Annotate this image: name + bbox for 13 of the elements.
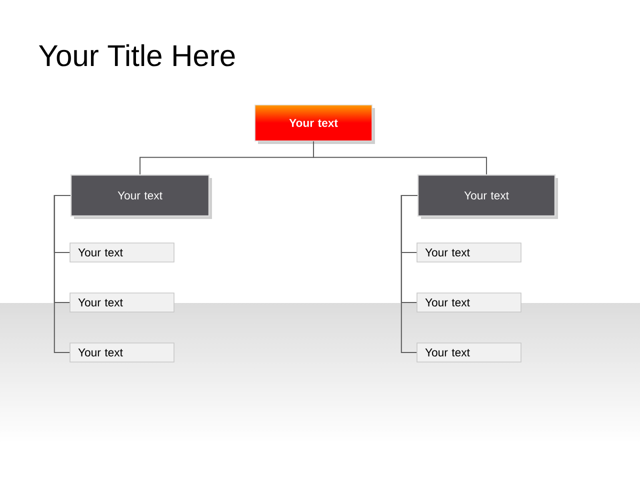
item-box: Your text <box>70 342 174 362</box>
item-box: Your text <box>70 242 174 262</box>
connector-line <box>313 140 487 175</box>
connector-line <box>400 195 418 353</box>
item-box: Your text <box>416 342 522 362</box>
title: Your Title Here <box>38 44 235 66</box>
item-box: Your text <box>70 292 174 312</box>
item-box: Your text <box>416 292 522 312</box>
category-box: Your text <box>70 174 212 219</box>
item-box: Your text <box>416 242 522 262</box>
category-box: Your text <box>417 174 558 219</box>
header-box: Your text <box>254 104 375 144</box>
connector-line <box>54 195 71 353</box>
